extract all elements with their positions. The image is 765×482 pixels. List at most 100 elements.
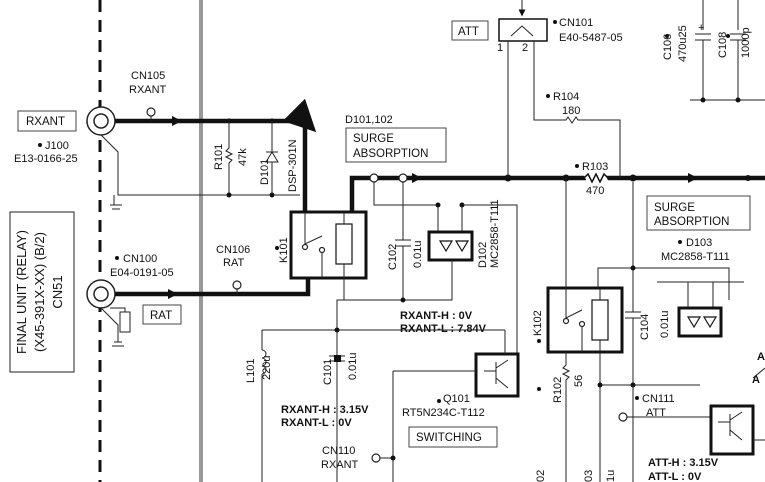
k102-ref: K102 bbox=[532, 310, 544, 336]
c104-capacitor bbox=[625, 182, 641, 385]
q101-part: RT5N234C-T112 bbox=[402, 407, 485, 419]
cn100-res-lead bbox=[110, 307, 126, 312]
surge1-ref: D101,102 bbox=[345, 114, 393, 126]
d102-part: MC2858-T111 bbox=[489, 199, 501, 268]
cn110-terminal bbox=[371, 453, 381, 463]
r101-ref: R101 bbox=[213, 144, 225, 170]
cn111-terminal bbox=[618, 412, 628, 422]
q101-transistor bbox=[474, 352, 520, 398]
d102-diodes bbox=[438, 240, 470, 253]
r104-dot bbox=[546, 94, 550, 98]
c101-ref: C101 bbox=[322, 359, 334, 385]
c108-ref: C108 bbox=[717, 32, 729, 58]
cn110-ref: CN110 bbox=[322, 445, 355, 457]
cn100-resistor bbox=[119, 311, 131, 333]
c106-bottom-node bbox=[700, 97, 706, 103]
k101-relay bbox=[289, 210, 368, 280]
j100-dot bbox=[38, 143, 42, 147]
bus-node-r103-right bbox=[629, 174, 637, 182]
r102-ref: R102 bbox=[552, 377, 564, 403]
r103-resistor bbox=[583, 172, 609, 184]
rxant-box-label: RXANT bbox=[26, 116, 65, 128]
final-unit-model: (X45-391X-XX) (B/2) bbox=[32, 232, 47, 352]
r101-resistor bbox=[224, 121, 234, 195]
d101-part: DSP-301N bbox=[287, 139, 299, 192]
r103-dot bbox=[575, 164, 579, 168]
c102-ref: C102 bbox=[387, 244, 399, 270]
bus-node-right bbox=[745, 175, 751, 181]
d102-node-2 bbox=[459, 202, 465, 208]
bus-open-node-2 bbox=[398, 173, 408, 183]
att-transistor-leads bbox=[752, 367, 765, 441]
c104-top-node bbox=[630, 265, 636, 271]
d102-wiring bbox=[373, 182, 518, 360]
rat-arrow bbox=[168, 289, 178, 299]
k102-relay bbox=[546, 286, 624, 354]
d103-wiring bbox=[657, 281, 744, 308]
surge2-label-2: ABSORPTION bbox=[654, 216, 729, 228]
k101-ref: K101 bbox=[278, 237, 290, 263]
cn110-signal: RXANT bbox=[321, 459, 359, 471]
q101-ref: Q101 bbox=[443, 393, 470, 405]
l101-inductor bbox=[261, 330, 267, 482]
rxant-box bbox=[17, 110, 77, 132]
c106-ref: C106 bbox=[662, 34, 674, 60]
coil-supply-wire bbox=[262, 329, 505, 355]
k101-contact-2 bbox=[318, 246, 326, 254]
rxant-bus bbox=[115, 98, 317, 212]
cn101-symbol bbox=[510, 25, 534, 37]
cn101-pin1: 1 bbox=[497, 42, 503, 54]
l101-ref: L101 bbox=[245, 359, 257, 383]
q101-dot bbox=[437, 399, 441, 403]
switching-label: SWITCHING bbox=[416, 432, 482, 444]
d103-package bbox=[677, 306, 723, 338]
k102-contact-2 bbox=[578, 320, 586, 328]
rxant-arrow bbox=[172, 116, 182, 126]
c106-value: 470u25 bbox=[677, 25, 689, 62]
cn100-shield bbox=[100, 307, 124, 347]
cn111-dot bbox=[635, 396, 639, 400]
cn105-terminal bbox=[146, 107, 156, 117]
cn100-ref: CN100 bbox=[123, 253, 157, 265]
rat-box bbox=[142, 304, 182, 325]
rxant-h-voltage-1: RXANT-H : 0V bbox=[400, 310, 473, 322]
att-transistor bbox=[709, 404, 755, 456]
q101-symbol bbox=[484, 359, 509, 389]
edge-a1: A bbox=[757, 351, 765, 363]
surge2-label-1: SURGE bbox=[654, 202, 695, 214]
r101-node-bottom bbox=[226, 192, 232, 198]
fragment-02: 02 bbox=[535, 470, 547, 482]
c108-bottom-node bbox=[735, 97, 741, 103]
cn101-part: E40-5487-05 bbox=[559, 32, 623, 44]
c106-capacitor bbox=[695, 0, 711, 100]
q101-leads bbox=[392, 330, 506, 482]
c101-value: 0.01u bbox=[347, 352, 359, 380]
cn106-signal: RAT bbox=[223, 257, 244, 269]
bus-open-node-1 bbox=[369, 173, 379, 183]
cn101-dot bbox=[553, 20, 557, 24]
d102-ref: D102 bbox=[477, 242, 489, 268]
rat-box-label: RAT bbox=[150, 310, 172, 322]
d102-return bbox=[337, 260, 453, 301]
cn105-ref: CN105 bbox=[131, 70, 165, 82]
c101-body bbox=[334, 355, 341, 362]
att-transistor-symbol bbox=[718, 411, 743, 441]
cn101-ref: CN101 bbox=[559, 17, 593, 29]
cn106-terminal bbox=[232, 280, 242, 290]
l101-value: 220u bbox=[261, 356, 273, 380]
j100-ref: J100 bbox=[45, 140, 69, 152]
ground-1 bbox=[110, 195, 122, 210]
d103-part: MC2858-T111 bbox=[661, 251, 730, 263]
j100-connector-inner bbox=[93, 113, 109, 129]
switching-box bbox=[408, 426, 498, 448]
c104-ref: C104 bbox=[639, 314, 651, 340]
k101-coil bbox=[335, 223, 353, 265]
k102-coil bbox=[591, 299, 609, 341]
k102-contact-1 bbox=[562, 317, 570, 325]
cn111-ref: CN111 bbox=[642, 393, 675, 405]
k102-return bbox=[599, 384, 700, 482]
d103-ref: D103 bbox=[686, 237, 712, 249]
c106-plus: + bbox=[698, 22, 704, 34]
